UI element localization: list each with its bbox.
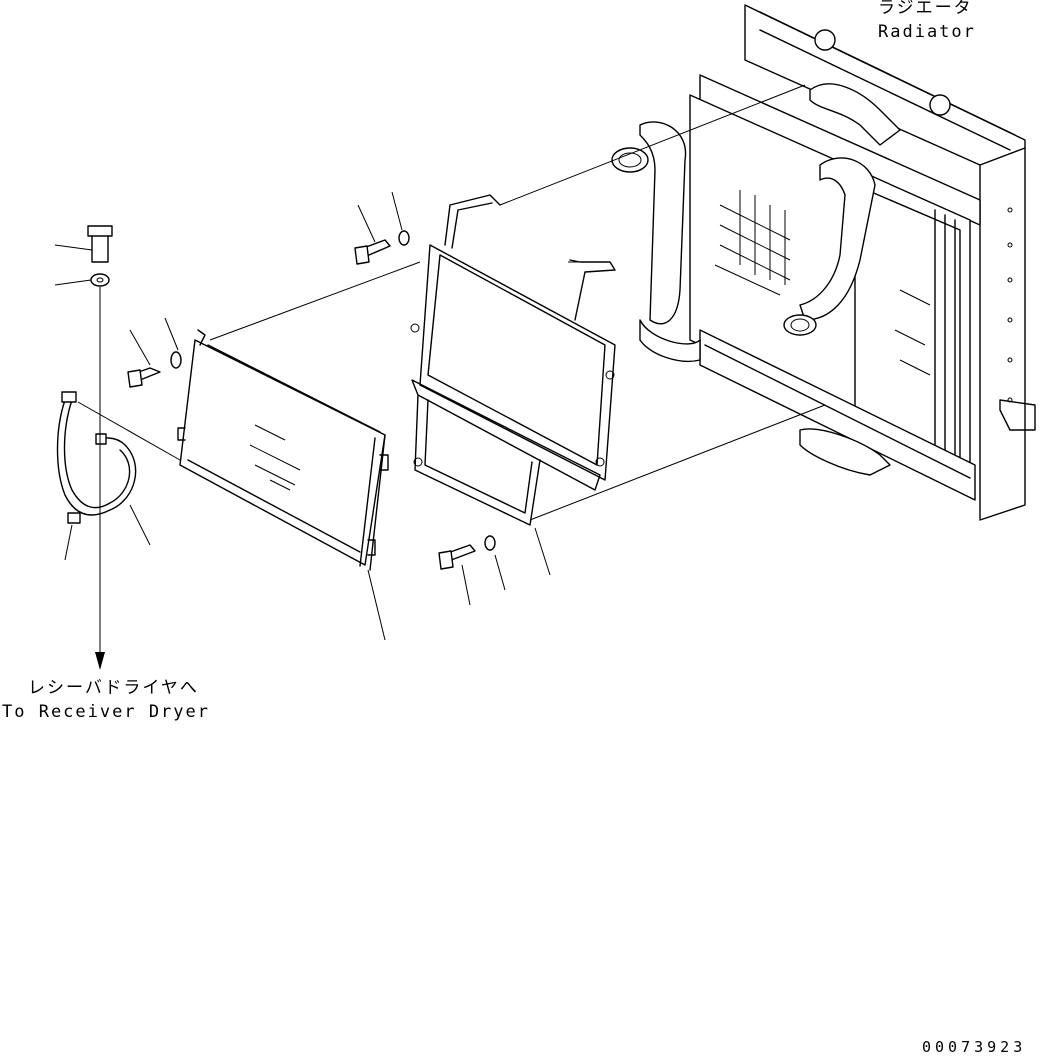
receiver-label-en: To Receiver Dryer (2, 702, 210, 722)
assembly-lines (77, 84, 826, 660)
washer-top-left (90, 273, 110, 287)
receiver-label-jp: レシーバドライヤへ (28, 678, 199, 698)
arrow-down-icon (95, 652, 105, 670)
condenser (177, 329, 389, 571)
washer-upper-mid (398, 230, 410, 246)
bracket-holes (1007, 207, 1013, 403)
bolt-top-left (87, 225, 113, 263)
radiator-assembly (611, 4, 1036, 521)
radiator-label-jp: ラジエータ (878, 0, 973, 18)
bracket-frame (410, 194, 616, 526)
washer-left (170, 351, 182, 369)
leader-lines (54, 191, 551, 641)
bolt-upper-mid (354, 239, 391, 265)
washer-lower-mid (484, 535, 496, 551)
bolt-left (127, 367, 161, 388)
bolt-lower-mid (438, 544, 476, 570)
condenser-hose (56, 391, 137, 524)
core-grid (714, 190, 791, 296)
drawing-number: 00073923 (922, 1038, 1027, 1056)
radiator-label-en: Radiator (878, 22, 976, 42)
